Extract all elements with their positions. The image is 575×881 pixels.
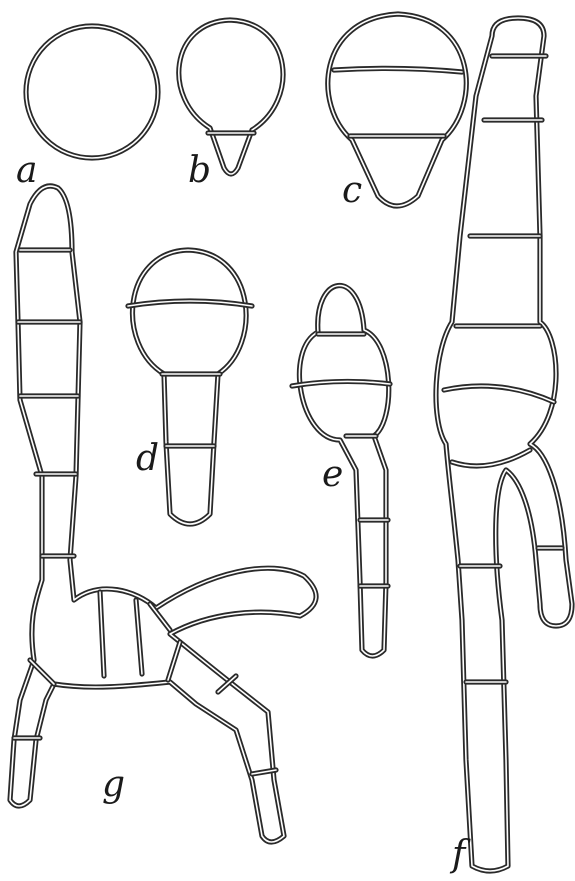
label-g: g: [102, 764, 125, 805]
spore-a: [26, 26, 158, 158]
label-a: a: [16, 150, 37, 191]
spore-d: [128, 250, 252, 524]
spore-f: [436, 18, 572, 871]
label-e: e: [322, 454, 343, 495]
label-f: f: [449, 834, 471, 875]
label-d: d: [136, 438, 159, 479]
label-c: c: [342, 170, 362, 211]
label-b: b: [188, 150, 211, 191]
